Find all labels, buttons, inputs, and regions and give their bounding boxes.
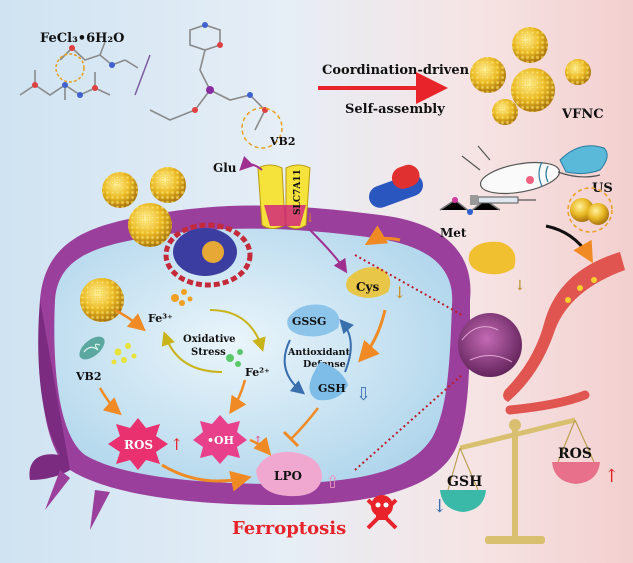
gssg-label: GSSG xyxy=(292,315,326,328)
slc7a11-transporter xyxy=(257,164,311,229)
vb2-particles xyxy=(111,343,137,365)
us-label: US xyxy=(592,181,613,196)
vb2-cell-label: VB2 xyxy=(75,370,102,383)
zoom-line-top xyxy=(354,254,463,316)
molecule-structures xyxy=(19,22,283,149)
tumor-texture xyxy=(461,326,513,363)
iron-particles xyxy=(171,289,243,367)
blood-vessel xyxy=(503,252,625,402)
gssg-to-gsh-arrow xyxy=(283,339,306,395)
vfnc-particles xyxy=(470,27,591,125)
nucleus xyxy=(163,222,253,288)
scale-ros-up-arrow: ↑ xyxy=(604,466,619,487)
cys-label: Cys xyxy=(356,280,380,294)
oxidative-label-1: Oxidative xyxy=(183,334,236,345)
gsh-label: GSH xyxy=(318,382,346,395)
lpo-blob xyxy=(256,451,322,497)
gsh-down-arrow: ⇩ xyxy=(356,384,371,405)
oh-label: •OH xyxy=(207,434,234,447)
ros-star xyxy=(108,418,168,470)
vb2-top-label: VB2 xyxy=(269,135,296,148)
fe3-to-fe2-arrow xyxy=(209,309,266,352)
fe2-to-oh-arrow xyxy=(229,379,247,415)
tumor xyxy=(458,313,522,377)
vb2-to-ros-arrow xyxy=(98,387,122,416)
yellow-particle xyxy=(468,241,516,275)
cys-down-arrow: ↓ xyxy=(393,283,406,302)
vfnc-label: VFNC xyxy=(561,107,604,122)
zoom-line-bottom xyxy=(354,374,463,471)
gssg-blob xyxy=(287,304,340,337)
mitochondrion xyxy=(79,336,105,360)
lpo-label: LPO xyxy=(274,469,302,483)
glu-label: Glu xyxy=(213,161,237,175)
gsh-to-gssg-arrow xyxy=(339,319,354,373)
scale-gsh-label: GSH xyxy=(447,474,482,490)
oxidative-label-2: Stress xyxy=(191,347,226,358)
skull-icon xyxy=(366,495,398,530)
cys-in-arrow xyxy=(309,229,348,274)
antioxidant-label-1: Antioxidant xyxy=(287,347,351,358)
balance-scale xyxy=(440,417,600,544)
cys-to-gsh-arrow xyxy=(358,309,387,363)
gsh-inhibit-line xyxy=(291,407,319,439)
scale-ros-label: ROS xyxy=(558,446,592,462)
met-arrow xyxy=(364,225,401,246)
syringe-icon xyxy=(470,195,536,205)
met-label: Met xyxy=(440,226,467,240)
met-capsule xyxy=(369,164,501,215)
cys-blob xyxy=(346,267,391,298)
cell-nanoparticles xyxy=(80,167,186,322)
blood-vessel-branch xyxy=(505,390,590,415)
ferroptosis-label: Ferroptosis xyxy=(232,518,346,539)
us-zoom-circle xyxy=(567,187,613,233)
glu-arrow xyxy=(239,155,263,171)
np-to-fe3-arrow xyxy=(114,308,146,332)
fe3-label: Fe³⁺ xyxy=(148,312,173,325)
fe2-label: Fe²⁺ xyxy=(245,366,270,379)
oh-star xyxy=(193,415,247,464)
ros-up-arrow: ↑ xyxy=(170,435,183,454)
self-assembly-label: Self-assembly xyxy=(345,102,445,117)
fecl3-label: FeCl₃•6H₂O xyxy=(40,31,124,46)
coordination-label: Coordination-driven xyxy=(322,63,470,78)
ros-label: ROS xyxy=(124,438,153,452)
ultrasound-probe-icon xyxy=(538,145,608,187)
injection-arrow xyxy=(545,224,594,264)
gsh-inhibit-bar xyxy=(282,430,300,448)
oh-to-lpo-arrow xyxy=(249,436,272,456)
lpo-up-arrow: ⇧ xyxy=(325,472,340,493)
fe2-to-fe3-arrow xyxy=(161,331,223,373)
scale-gsh-down-arrow: ↓ xyxy=(432,496,447,517)
ros-to-lpo-arrow xyxy=(161,463,252,492)
slc7a11-label: SLC7A11 xyxy=(293,169,303,215)
particle-down-arrow: ↓ xyxy=(514,278,526,294)
slc7a11-down-arrow: ↓ xyxy=(305,211,315,225)
gsh-blob xyxy=(309,362,348,401)
